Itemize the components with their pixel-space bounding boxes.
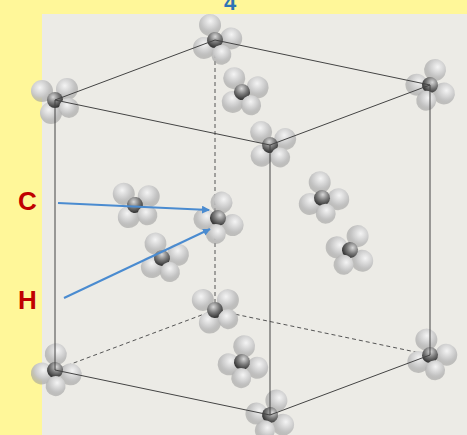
methane-molecule bbox=[210, 62, 273, 124]
hydrogen-atom bbox=[203, 221, 229, 247]
hydrogen-atom bbox=[42, 372, 70, 400]
hydrogen-atom bbox=[333, 254, 355, 276]
hydrogen-atom bbox=[156, 258, 183, 285]
hydrogen-atom bbox=[207, 41, 235, 69]
cube-edges bbox=[55, 40, 430, 415]
atom-label: H bbox=[18, 287, 37, 313]
methane-molecule bbox=[210, 331, 273, 395]
hydrogen-atom bbox=[253, 419, 276, 435]
methane-molecule bbox=[288, 165, 354, 231]
hydrogen-atom bbox=[421, 356, 449, 384]
pointer-arrows bbox=[58, 203, 210, 298]
hydrogen-atom bbox=[312, 200, 340, 228]
carbon-pointer bbox=[58, 203, 209, 210]
hydrogen-atom bbox=[414, 88, 439, 113]
photo-ground bbox=[42, 14, 467, 435]
hydrogen-atom bbox=[228, 365, 255, 392]
methane-molecule bbox=[181, 8, 247, 74]
methane-molecule bbox=[129, 227, 194, 291]
methane-molecule bbox=[189, 286, 241, 336]
hydrogen-atom bbox=[238, 92, 265, 119]
methane-molecule bbox=[187, 188, 248, 250]
hydrogen-atom bbox=[267, 145, 293, 171]
methane-molecule bbox=[22, 338, 86, 403]
hydrogen-atom bbox=[217, 308, 239, 330]
methane-molecule bbox=[324, 224, 375, 277]
cube-hidden-edges bbox=[55, 40, 430, 370]
methane-molecules bbox=[22, 8, 463, 435]
atom-label: C bbox=[18, 188, 37, 214]
title-fragment: 4 bbox=[224, 0, 236, 14]
hydrogen-pointer bbox=[64, 229, 210, 298]
